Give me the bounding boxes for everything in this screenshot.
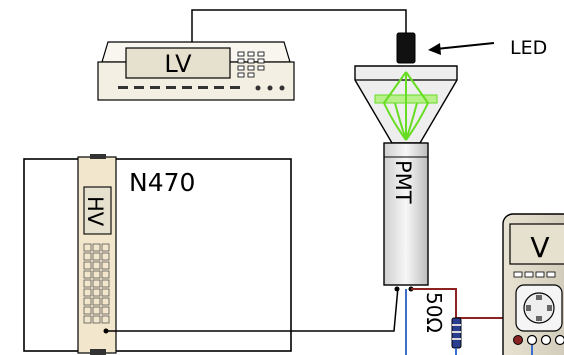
voltmeter: V (502, 213, 564, 355)
pmt-tube (383, 142, 429, 286)
resistor-bands (452, 324, 461, 340)
lv-label: LV (164, 50, 192, 78)
voltmeter-input-hi (513, 335, 523, 345)
pmt-label: PMT (391, 160, 415, 204)
led-arrow (428, 42, 495, 55)
voltmeter-dial (523, 292, 555, 324)
light-rays (383, 71, 429, 141)
led-label: LED (510, 37, 547, 59)
n470-module: HV N470 (23, 154, 292, 355)
resistor-label: 50Ω (422, 292, 446, 333)
hv-panel-top-clip (90, 154, 106, 159)
voltmeter-input-ma (554, 334, 564, 346)
lv-led-cable (191, 9, 407, 42)
voltmeter-buttons (513, 271, 556, 278)
lv-front-controls (118, 85, 285, 91)
hv-channel-grid (83, 243, 110, 324)
hv-panel-bottom-clip (90, 349, 106, 355)
lv-display (125, 47, 231, 79)
lv-keypad (237, 51, 265, 78)
hv-label: HV (83, 196, 107, 227)
voltmeter-dial-keys (526, 295, 552, 321)
pmt-base-connector-left (394, 286, 400, 292)
n470-crate (23, 158, 292, 352)
pmt-assembly: PMT (354, 65, 458, 286)
led-body (396, 32, 416, 64)
lv-power-supply: LV (97, 41, 295, 101)
hv-cable (106, 286, 399, 332)
voltmeter-input-com (526, 334, 538, 346)
voltmeter-input-a (540, 334, 552, 346)
hv-display (83, 186, 112, 235)
n470-label: N470 (129, 168, 195, 197)
voltmeter-label: V (530, 231, 549, 264)
voltmeter-display (509, 223, 564, 265)
